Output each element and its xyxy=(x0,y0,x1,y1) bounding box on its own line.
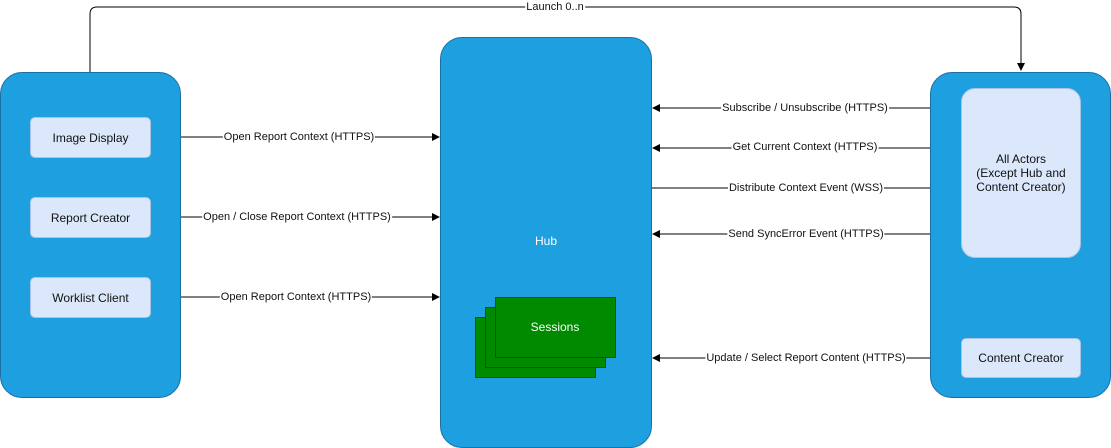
worklist-edge-label: Open Report Context (HTTPS) xyxy=(219,291,373,304)
launch-label: Launch 0..n xyxy=(525,1,585,14)
sessions-label: Sessions xyxy=(530,320,580,334)
all-actors-box[interactable]: All Actors (Except Hub and Content Creat… xyxy=(961,88,1081,258)
sync-error-edge-label: Send SyncError Event (HTTPS) xyxy=(727,228,885,241)
distribute-edge-label: Distribute Context Event (WSS) xyxy=(727,182,885,195)
image-display-label: Image Display xyxy=(52,130,129,145)
report-creator-edge-label: Open / Close Report Context (HTTPS) xyxy=(202,211,392,224)
get-context-edge-label: Get Current Context (HTTPS) xyxy=(731,141,879,154)
hub-box[interactable] xyxy=(440,37,652,448)
image-display-box[interactable]: Image Display xyxy=(30,117,151,158)
content-creator-label: Content Creator xyxy=(978,351,1064,365)
session-card-front[interactable] xyxy=(495,297,616,358)
subscribe-edge-label: Subscribe / Unsubscribe (HTTPS) xyxy=(721,102,889,115)
hub-label: Hub xyxy=(534,234,557,248)
update-content-edge-label: Update / Select Report Content (HTTPS) xyxy=(705,352,907,365)
content-creator-box[interactable]: Content Creator xyxy=(961,338,1081,378)
report-creator-box[interactable]: Report Creator xyxy=(30,197,151,238)
worklist-client-box[interactable]: Worklist Client xyxy=(30,277,151,318)
all-actors-label: All Actors (Except Hub and Content Creat… xyxy=(976,152,1066,194)
image-display-edge-label: Open Report Context (HTTPS) xyxy=(222,131,376,144)
report-creator-label: Report Creator xyxy=(50,210,131,225)
worklist-client-label: Worklist Client xyxy=(52,290,129,305)
